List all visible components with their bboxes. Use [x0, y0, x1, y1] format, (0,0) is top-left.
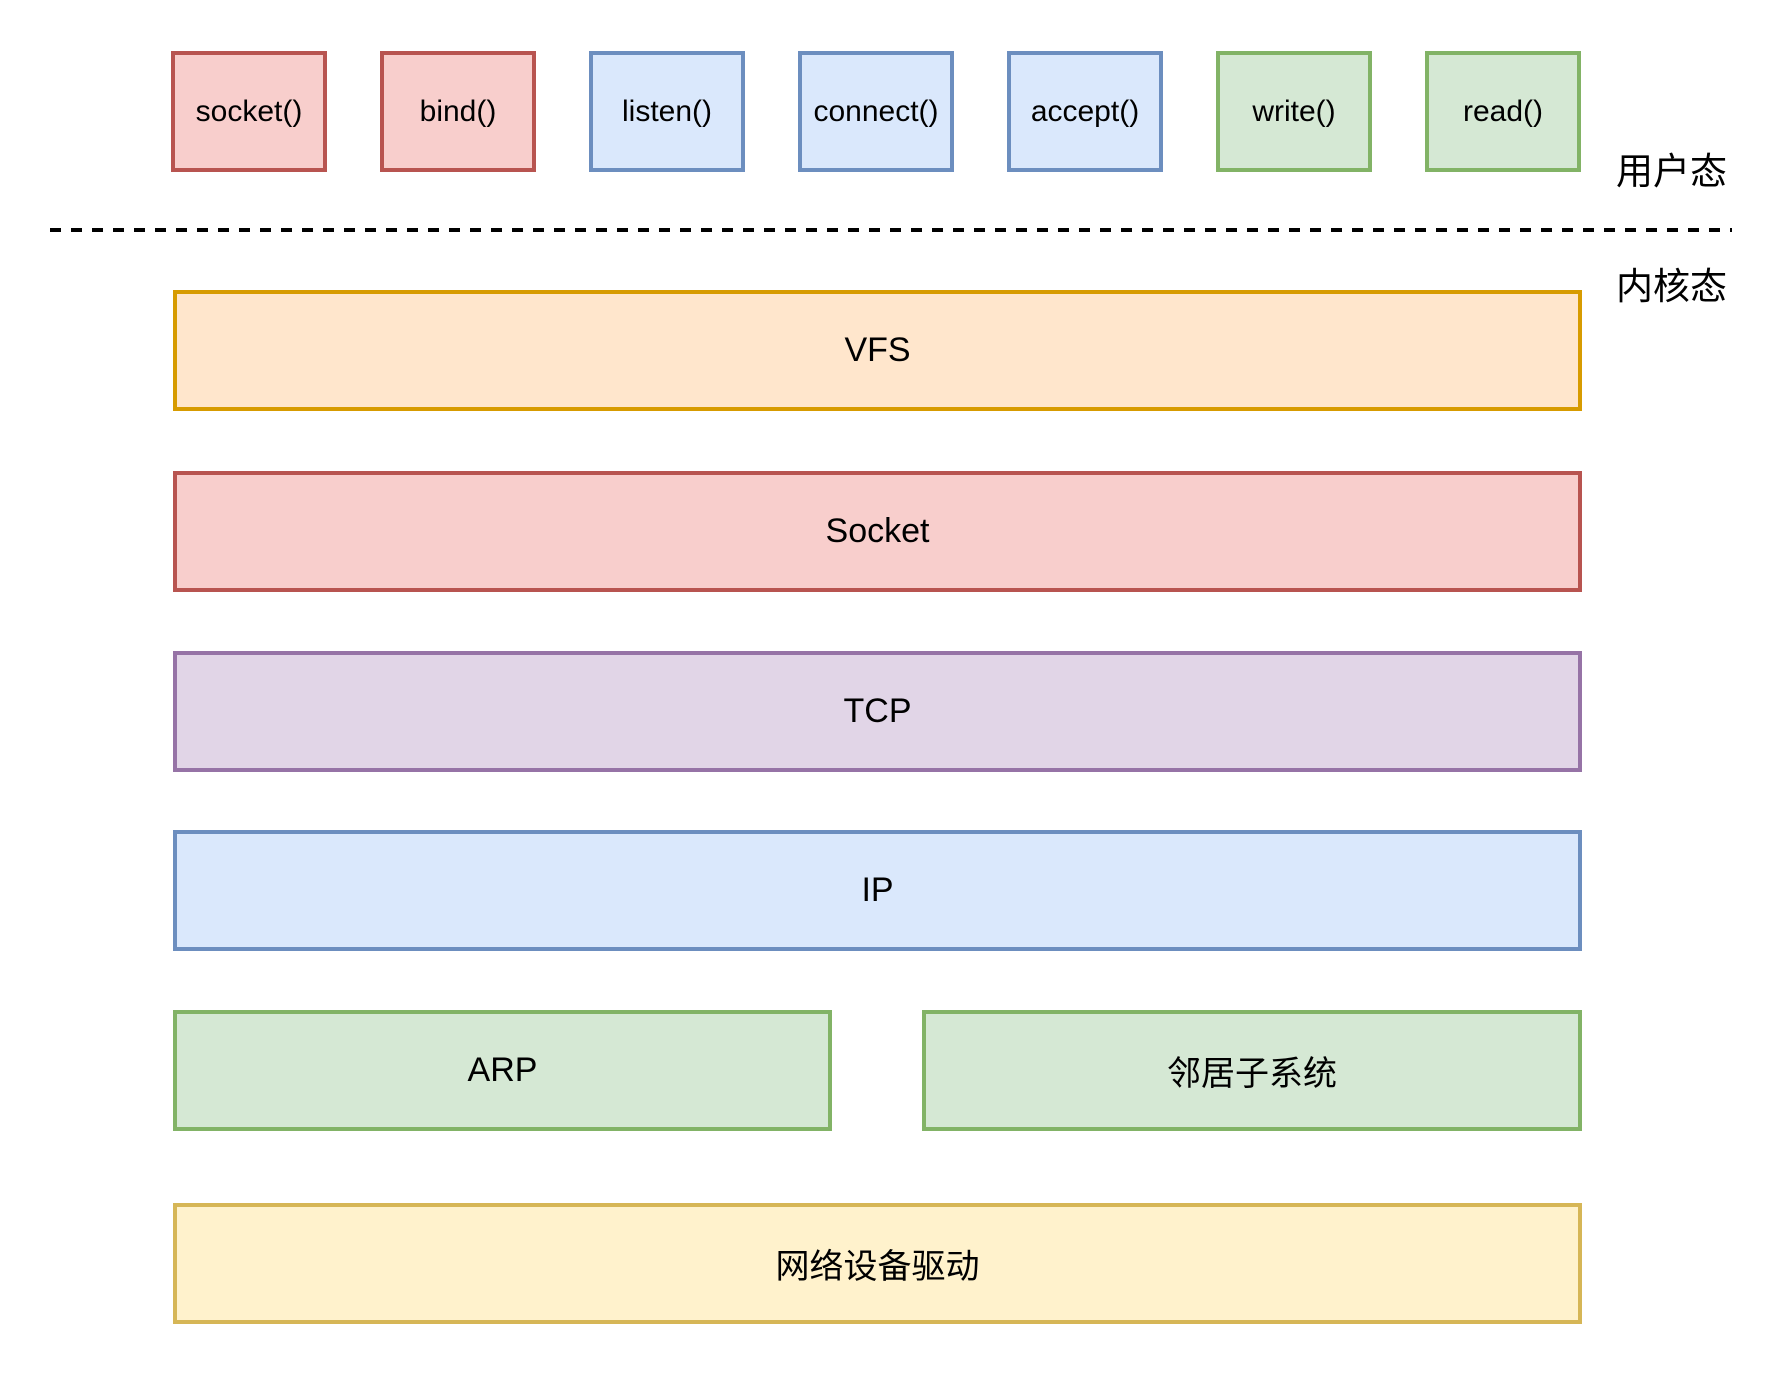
user-kernel-divider — [50, 228, 1732, 232]
syscall-box-bind: bind() — [380, 51, 536, 172]
syscall-box-read: read() — [1425, 51, 1581, 172]
syscall-box-connect: connect() — [798, 51, 954, 172]
layer-label-ip: IP — [861, 871, 894, 909]
syscall-label-accept: accept() — [1030, 94, 1140, 128]
layer-label-vfs: VFS — [844, 331, 911, 369]
layer-box-arp: ARP — [173, 1010, 832, 1131]
layer-box-neighbor-subsystem: 邻居子系统 — [922, 1010, 1582, 1131]
layer-label-neighbor-subsystem: 邻居子系统 — [1167, 1054, 1337, 1094]
syscall-box-listen: listen() — [589, 51, 745, 172]
layer-box-ip: IP — [173, 830, 1582, 951]
syscall-label-write: write() — [1252, 94, 1336, 128]
layer-label-tcp: TCP — [843, 692, 912, 730]
user-mode-label: 用户态 — [1616, 150, 1727, 193]
layer-label-socket: Socket — [825, 512, 930, 550]
layer-box-tcp: TCP — [173, 651, 1582, 772]
layer-box-vfs: VFS — [173, 290, 1582, 411]
syscall-box-accept: accept() — [1007, 51, 1163, 172]
layer-label-arp: ARP — [467, 1051, 538, 1089]
layer-box-network-device-driver: 网络设备驱动 — [173, 1203, 1582, 1324]
layer-box-socket: Socket — [173, 471, 1582, 592]
syscall-label-read: read() — [1462, 94, 1544, 128]
layer-label-network-device-driver: 网络设备驱动 — [775, 1247, 980, 1287]
syscall-label-listen: listen() — [621, 94, 712, 128]
kernel-mode-label: 内核态 — [1616, 265, 1727, 308]
syscall-box-socket: socket() — [171, 51, 327, 172]
syscall-label-connect: connect() — [813, 94, 939, 128]
syscall-box-write: write() — [1216, 51, 1372, 172]
syscall-label-bind: bind() — [419, 94, 497, 128]
syscall-label-socket: socket() — [195, 94, 303, 128]
